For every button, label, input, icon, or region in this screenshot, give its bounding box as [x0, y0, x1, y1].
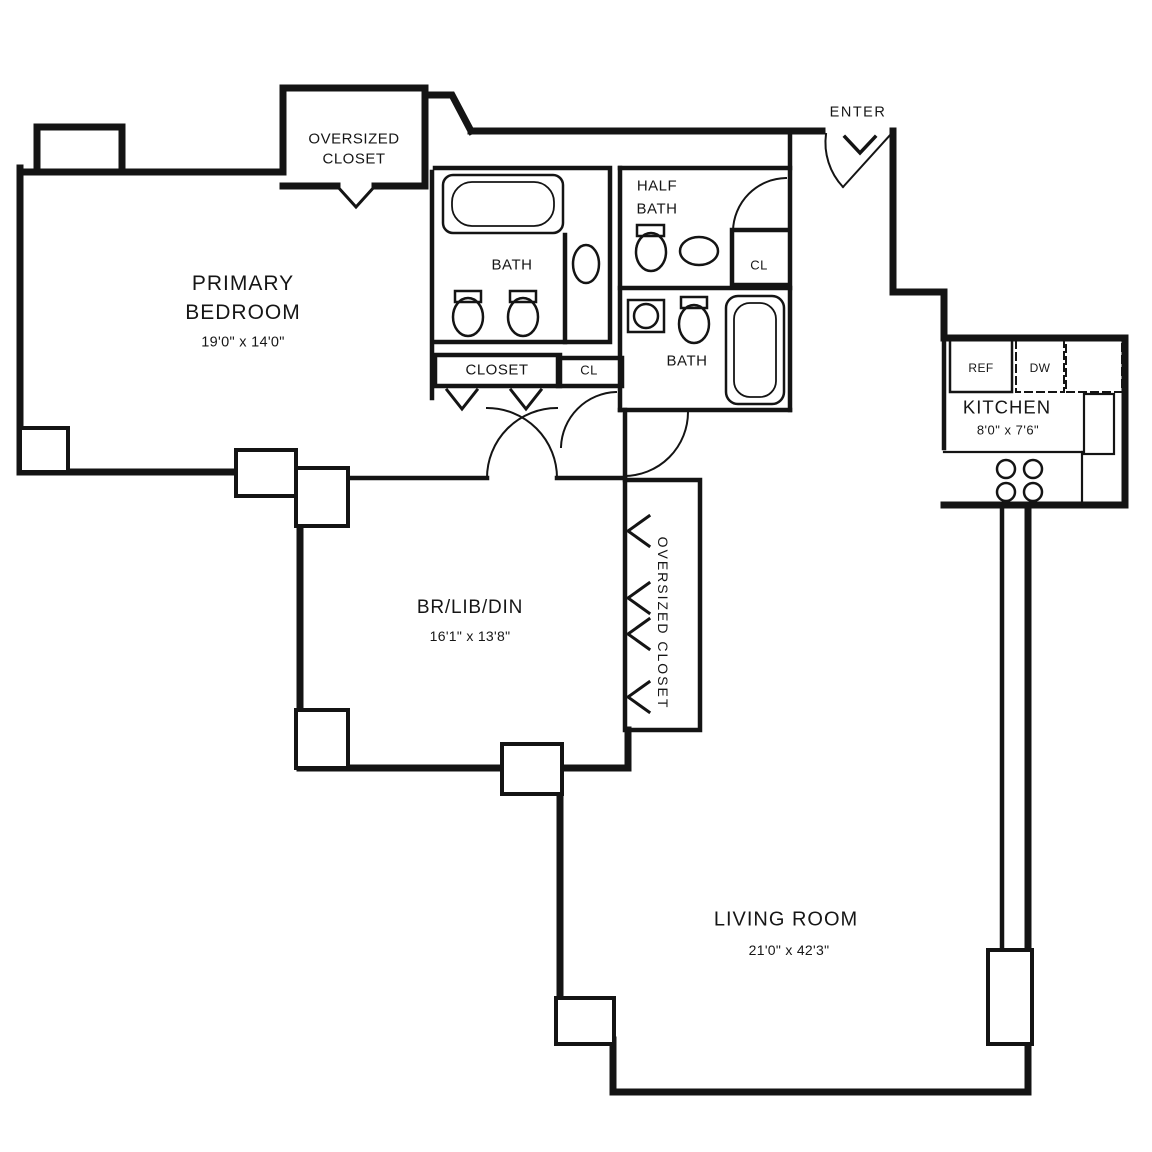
- bathtub-icon: [724, 294, 786, 406]
- label-kitchen: KITCHEN: [962, 396, 1052, 418]
- closet-chevron: [625, 580, 652, 616]
- label-primary-bedroom-dims: 19'0" x 14'0": [201, 334, 285, 351]
- upper-cabinet-box: [1065, 339, 1123, 393]
- wall-pier: [294, 466, 350, 528]
- bathtub-inner: [733, 302, 777, 398]
- entry-door-leaf: [841, 132, 893, 189]
- closet-chevron: [508, 387, 544, 412]
- label-bath-top: BATH: [491, 256, 533, 274]
- interior-walls: [297, 131, 1005, 953]
- closet-chevron: [625, 513, 652, 549]
- label-dishwasher: DW: [1029, 361, 1051, 376]
- label-closet-mid: CLOSET: [465, 361, 529, 379]
- toilet-icon: [634, 231, 668, 273]
- toilet-tank-icon: [453, 289, 483, 304]
- sink-counter-icon: [626, 298, 666, 334]
- kitchen-fixtures: [942, 338, 1123, 505]
- label-half-bath-cl: CL: [750, 257, 768, 273]
- toilet-tank-icon: [508, 289, 538, 304]
- label-oversized-closet-top-line2: CLOSET: [322, 150, 386, 168]
- toilet-icon: [506, 296, 540, 338]
- hall-door-arc: [622, 410, 690, 478]
- closet-chevron: [334, 183, 378, 210]
- toilet-icon: [677, 303, 711, 345]
- label-primary-bedroom-line1: PRIMARY: [191, 271, 295, 295]
- label-oversized-closet-top-line1: OVERSIZED: [308, 130, 400, 148]
- label-refrigerator: REF: [968, 361, 994, 376]
- closet-door-chevrons: [334, 183, 652, 715]
- label-half-bath-line1: HALF: [636, 177, 678, 195]
- label-half-bath-line2: BATH: [636, 200, 678, 218]
- label-living-room: LIVING ROOM: [713, 908, 859, 931]
- bath-fixtures: [441, 173, 786, 406]
- label-kitchen-dims: 8'0" x 7'6": [976, 422, 1040, 438]
- closet-chevron: [625, 679, 652, 715]
- label-living-room-dims: 21'0" x 42'3": [748, 941, 830, 958]
- label-primary-bedroom-line2: BEDROOM: [185, 300, 301, 324]
- kitchen-sink-box: [1082, 392, 1116, 456]
- wall-pier: [294, 708, 350, 770]
- sink-icon: [632, 302, 660, 330]
- bathtub-icon: [441, 173, 565, 235]
- dishwasher-box: [1015, 339, 1065, 393]
- toilet-tank-icon: [679, 295, 709, 310]
- toilet-icon: [451, 296, 485, 338]
- label-enter: ENTER: [829, 104, 887, 121]
- double-door-arc: [485, 406, 559, 480]
- sink-icon: [571, 243, 601, 285]
- label-br-lib-din-dims: 16'1" x 13'8": [429, 627, 511, 644]
- wall-pier: [500, 742, 564, 796]
- stove-burners-icon: [995, 458, 1044, 503]
- entry-door-arc: [824, 132, 845, 189]
- label-closet-small: CL: [580, 362, 598, 378]
- refrigerator-box: [948, 338, 1014, 394]
- double-door-arc: [485, 406, 559, 480]
- wall-pier: [18, 426, 70, 474]
- label-bath-lower: BATH: [666, 352, 708, 370]
- radiator-box: [986, 948, 1034, 1046]
- enter-arrow-icon: [842, 134, 878, 156]
- closet-door-arc: [559, 390, 618, 449]
- exterior-walls: [16, 84, 1129, 1096]
- bathtub-inner: [451, 181, 555, 227]
- wall-pier: [554, 996, 616, 1046]
- wall-pier: [234, 448, 298, 498]
- wall-piers: [18, 426, 1034, 1046]
- label-br-lib-din: BR/LIB/DIN: [416, 597, 524, 619]
- door-arcs: [485, 132, 893, 480]
- sink-icon: [678, 235, 720, 267]
- toilet-tank-icon: [635, 223, 666, 238]
- label-oversized-closet-side: OVERSIZED CLOSET: [655, 536, 672, 710]
- closet-chevron: [444, 387, 480, 412]
- closet-chevron: [625, 616, 652, 652]
- half-bath-door-arc: [731, 176, 788, 233]
